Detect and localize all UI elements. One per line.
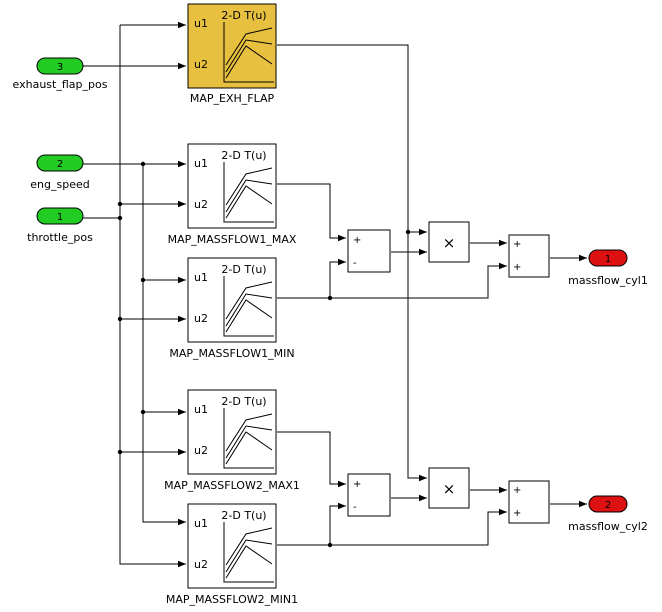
lookup-title: 2-D T(u) [221, 9, 266, 22]
product-frame[interactable] [428, 221, 470, 263]
lookup-port-u2: u2 [194, 558, 208, 571]
lookup-frame[interactable] [187, 143, 277, 229]
wire-min1-to-sub1[interactable] [329, 258, 346, 298]
outport-label: massflow_cyl1 [568, 274, 648, 287]
lookup-port-u2: u2 [194, 444, 208, 457]
lookup-port-u1: u1 [194, 271, 208, 284]
sign-plus: + [513, 239, 521, 250]
lookup-curve-icon [223, 162, 274, 223]
inport-label: exhaust_flap_pos [13, 78, 108, 91]
multiply-icon: × [443, 480, 456, 498]
inport-shape[interactable] [36, 207, 84, 225]
wire-min1-out[interactable] [277, 262, 507, 299]
lookup-frame[interactable] [187, 3, 277, 89]
branch-point [117, 316, 123, 322]
lookup-name: MAP_MASSFLOW2_MAX1 [164, 479, 300, 492]
wire-max2-out[interactable] [277, 431, 346, 488]
outport-number: 2 [605, 500, 611, 511]
product-block[interactable]: × [428, 467, 470, 509]
sign-minus: - [353, 502, 357, 513]
sign-plus: + [513, 485, 521, 496]
inport-number: 1 [57, 212, 63, 223]
outport-massflow_cyl1[interactable]: 1 massflow_cyl1 [568, 249, 648, 287]
wire-max1-out[interactable] [277, 183, 346, 242]
subtract-block[interactable]: +- [347, 229, 391, 273]
lookup-port-u1: u1 [194, 517, 208, 530]
lookup-title: 2-D T(u) [221, 263, 266, 276]
lookup-port-u1: u1 [194, 403, 208, 416]
product-frame[interactable] [428, 467, 470, 509]
sign-plus: + [353, 235, 361, 246]
sign-minus: - [353, 258, 357, 269]
lookup-title: 2-D T(u) [221, 395, 266, 408]
subtract-block[interactable]: +- [347, 473, 391, 517]
lookup-name: MAP_MASSFLOW2_MIN1 [166, 593, 298, 606]
branch-point [140, 409, 146, 415]
subtract-frame[interactable] [347, 473, 391, 517]
sign-plus: + [353, 479, 361, 490]
outport-massflow_cyl2[interactable]: 2 massflow_cyl2 [568, 495, 648, 533]
inport-exhaust_flap_pos[interactable]: 3 exhaust_flap_pos [13, 57, 108, 91]
sign-plus: + [513, 508, 521, 519]
signal-lines [83, 21, 587, 568]
lookup-name: MAP_MASSFLOW1_MIN [169, 347, 294, 360]
product-block[interactable]: × [428, 221, 470, 263]
branch-point [117, 201, 123, 207]
lookup-port-u2: u2 [194, 58, 208, 71]
lookup-frame[interactable] [187, 389, 277, 475]
lookup-name: MAP_EXH_FLAP [190, 92, 275, 105]
wire-exh-flap-out[interactable] [277, 44, 427, 482]
sum-frame[interactable] [508, 234, 550, 278]
lookup-title: 2-D T(u) [221, 509, 266, 522]
inport-number: 3 [57, 62, 63, 73]
inport-shape[interactable] [36, 154, 84, 172]
branch-point [327, 295, 333, 301]
lookup-port-u2: u2 [194, 198, 208, 211]
outport-shape[interactable] [588, 495, 628, 513]
branch-point [327, 542, 333, 548]
wire-min2-to-sub2[interactable] [329, 502, 346, 545]
outport-shape[interactable] [588, 249, 628, 267]
branch-point [405, 229, 411, 235]
lookup-port-u1: u1 [194, 157, 208, 170]
outport-label: massflow_cyl2 [568, 520, 648, 533]
sign-plus: + [513, 262, 521, 273]
lookup-port-u2: u2 [194, 312, 208, 325]
outport-number: 1 [605, 254, 611, 265]
lookup-curve-icon [223, 276, 274, 337]
inport-number: 2 [57, 159, 63, 170]
lookup-name: MAP_MASSFLOW1_MAX [168, 233, 297, 246]
lookup-frame[interactable] [187, 503, 277, 589]
wire-eng-speed-bus[interactable] [142, 164, 186, 526]
subtract-frame[interactable] [347, 229, 391, 273]
lookup-title: 2-D T(u) [221, 149, 266, 162]
sum-frame[interactable] [508, 480, 550, 524]
inport-shape[interactable] [36, 57, 84, 75]
sum-block[interactable]: ++ [508, 234, 550, 278]
inport-label: throttle_pos [27, 231, 93, 244]
lookup-frame[interactable] [187, 257, 277, 343]
inport-throttle_pos[interactable]: 1 throttle_pos [27, 207, 93, 244]
lookup-curve-icon [223, 408, 274, 469]
inport-eng_speed[interactable]: 2 eng_speed [30, 154, 90, 191]
lookup-curve-icon [223, 22, 274, 83]
lookup-curve-icon [223, 522, 274, 583]
wire-min2-out[interactable] [277, 508, 507, 546]
branch-point [117, 449, 123, 455]
sum-block[interactable]: ++ [508, 480, 550, 524]
branch-point [140, 277, 146, 283]
branch-point [117, 215, 123, 221]
multiply-icon: × [443, 234, 456, 252]
inport-label: eng_speed [30, 178, 89, 191]
lookup-port-u1: u1 [194, 17, 208, 30]
branch-point [140, 161, 146, 167]
